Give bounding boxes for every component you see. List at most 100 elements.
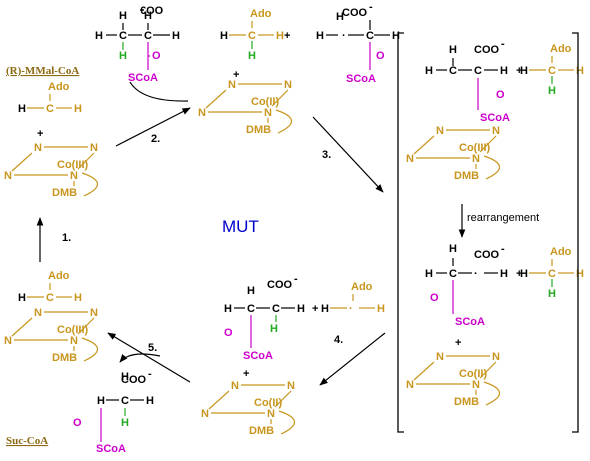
- int1-h-right: H: [500, 65, 508, 77]
- cobalamin-int2-n-top-left: N: [436, 351, 444, 363]
- suc-h-green: H: [121, 417, 129, 429]
- cobalamin-left-bottom-bond-left: [11, 317, 33, 337]
- cobalamin-left-top-n-top-left: N: [34, 142, 42, 154]
- mmal-h-top-1: H: [119, 10, 127, 22]
- cobalamin-left-top-bond-left: [11, 152, 33, 172]
- int2-charge: -: [501, 243, 505, 255]
- radical-top-coo: COO: [342, 7, 368, 19]
- step-1-label: 1.: [62, 232, 71, 244]
- ado-ch2-int2-h-right: H: [576, 268, 584, 280]
- ado-ch2-left-bottom-ado: Ado: [48, 270, 70, 282]
- ado-ch2-left-ado: Ado: [48, 81, 70, 93]
- cobalamin-left-top-n-top-right: N: [90, 142, 98, 154]
- step-2-label: 2.: [151, 133, 160, 145]
- ado-ch2-left-h-right: H: [74, 103, 82, 115]
- int2-scoa: SCoA: [455, 316, 485, 328]
- radical-o: O: [376, 50, 385, 62]
- ado-ch2-left-bottom-carbon: C: [46, 292, 54, 304]
- cobalamin-int1-n-top-left: N: [436, 125, 444, 137]
- cobalamin-int2-n-left: N: [406, 379, 414, 391]
- prod-h-left: H: [224, 303, 232, 315]
- prod-o: O: [224, 327, 233, 339]
- mmal-coo-top: €OO: [140, 5, 164, 17]
- cobalamin-int1-n-bottom: N: [472, 153, 480, 165]
- suc-c1: C: [121, 395, 129, 407]
- cobalamin-left-bottom-cobalt: Co(III): [57, 324, 88, 336]
- mmal-coa-link[interactable]: (R)-MMal-CoA: [6, 65, 79, 77]
- ado-ch2-bottom-radical-h-left: H: [321, 303, 329, 315]
- int2-c1: C: [449, 268, 457, 280]
- int2-h-top: H: [449, 243, 457, 255]
- bracket-right: [572, 32, 579, 433]
- ado-ch3-top-h-left: H: [220, 30, 228, 42]
- enzyme-title: MUT: [222, 217, 259, 236]
- cobalamin-left-bottom-n-top-left: N: [34, 307, 42, 319]
- cobalamin-left-bottom-dmb: DMB: [52, 352, 77, 364]
- plus-int1: +: [516, 65, 522, 77]
- ado-ch3-int1-ado: Ado: [550, 43, 572, 55]
- suc-coa-link[interactable]: Suc-CoA: [6, 435, 48, 447]
- ado-ch3-top-carbon: C: [248, 30, 256, 42]
- cobalamin-left-top-cobalt: Co(III): [57, 159, 88, 171]
- plus-left-top: +: [37, 128, 43, 140]
- radical-h-top: H: [336, 11, 344, 23]
- suc-h-right: H: [146, 395, 154, 407]
- cobalamin-bottom-center-bond-right: [274, 390, 292, 408]
- int1-coo: COO: [474, 44, 500, 56]
- plus-int2: +: [516, 268, 522, 280]
- suc-charge: -: [148, 368, 152, 380]
- ado-ch2-left-bottom-h-right: H: [74, 292, 82, 304]
- ado-ch3-top-ado: Ado: [250, 8, 272, 20]
- cobalamin-left-bottom-n-left: N: [4, 335, 12, 347]
- arrow-step-5: [107, 332, 191, 383]
- cobalamin-left-top-n-bottom: N: [70, 170, 78, 182]
- mmal-o: O: [152, 50, 161, 62]
- int2-coo: COO: [474, 249, 500, 261]
- cobalamin-left-top-n-left: N: [4, 170, 12, 182]
- prod-h-right: H: [297, 303, 305, 315]
- cobalamin-int1-n-left: N: [406, 153, 414, 165]
- cobalamin-int1-bond-left: [413, 135, 435, 155]
- arrow-step-2: [115, 107, 191, 147]
- cobalamin-bottom-center-n-top-right: N: [287, 380, 295, 392]
- step-5-label: 5.: [148, 342, 157, 354]
- ado-ch2-left-h-left: H: [18, 103, 26, 115]
- int1-charge: -: [501, 38, 505, 50]
- cobalamin-bottom-center-dmb: DMB: [249, 425, 274, 437]
- ado-ch3-int1-h-bottom: H: [548, 85, 556, 97]
- prod-h-top: H: [247, 285, 255, 297]
- cobalamin-int2-dmb-loop: [483, 381, 501, 406]
- prod-c1: C: [247, 303, 255, 315]
- bracket-left: [397, 32, 404, 433]
- cobalamin-int2-n-top-right: N: [492, 351, 500, 363]
- cobalamin-top-center-bond-left: [205, 89, 227, 109]
- int1-c2: C: [474, 65, 482, 77]
- cobalamin-int2-dmb: DMB: [454, 396, 479, 408]
- mmal-h-top-2: H: [144, 10, 152, 22]
- cobalamin-top-center-n-bottom: N: [264, 107, 272, 119]
- int1-h-top: H: [449, 44, 457, 56]
- ado-ch3-int1-h-right: H: [576, 65, 584, 77]
- cobalamin-top-center-dmb: DMB: [246, 124, 271, 136]
- plus-bottom-center: +: [312, 303, 318, 315]
- int1-o: O: [496, 89, 505, 101]
- int1-scoa: SCoA: [480, 112, 510, 124]
- mmal-scoa: SCoA: [128, 72, 158, 84]
- cobalamin-left-bottom-dmb-loop: [81, 337, 99, 362]
- cobalamin-left-top-dmb: DMB: [52, 187, 77, 199]
- ado-ch2-int2-h-bottom: H: [548, 288, 556, 300]
- radical-scoa: SCoA: [346, 73, 376, 85]
- ado-ch3-int1-carbon: C: [548, 65, 556, 77]
- radical-h-left: H: [316, 30, 324, 42]
- step-3-label: 3.: [322, 149, 331, 161]
- prod-charge: -: [294, 273, 298, 285]
- radical-c1: ·: [342, 30, 346, 42]
- cobalamin-int2-n-bottom: N: [472, 379, 480, 391]
- suc-scoa: SCoA: [96, 443, 126, 455]
- mmal-h-green: H: [119, 50, 127, 62]
- ado-ch3-top-h-bottom: H: [248, 50, 256, 62]
- suc-coo: COO: [121, 374, 147, 386]
- mmal-h-left: H: [95, 30, 103, 42]
